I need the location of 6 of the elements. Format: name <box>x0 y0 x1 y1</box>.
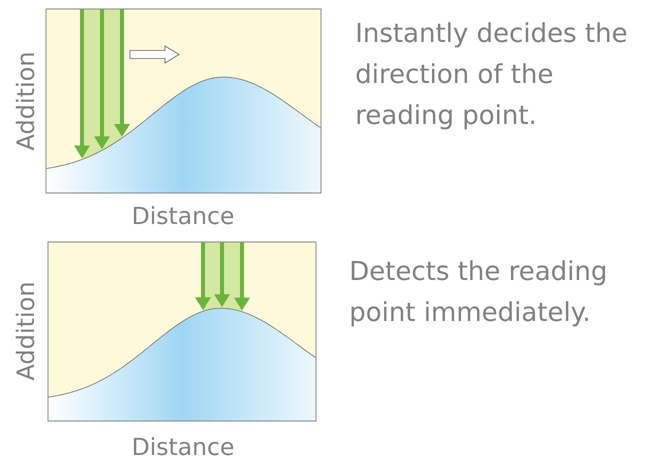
axis-label: Distance <box>134 437 234 456</box>
axis-label: Distance <box>134 206 234 224</box>
axis-label: Addition <box>16 283 34 380</box>
description-text: Instantly decides the direction of the reading point. <box>356 22 626 130</box>
axis-label: Addition <box>16 53 34 150</box>
description-text: Detects the reading point immediately. <box>352 260 606 326</box>
